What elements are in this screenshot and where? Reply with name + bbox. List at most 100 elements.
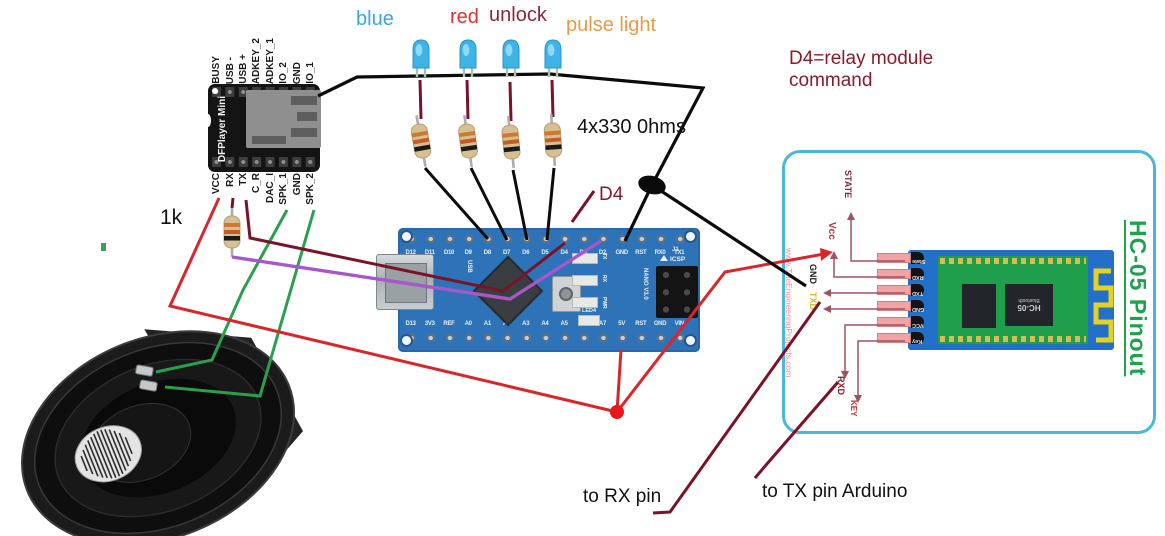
label-to-rx: to RX pin: [583, 486, 662, 507]
speaker-wires-green: [155, 209, 316, 398]
hc05-label-txd: TXD: [808, 292, 818, 310]
label-resistor-value: 4x330 0hms: [577, 116, 686, 138]
icsp-header: [656, 266, 698, 318]
hc05-pin: [877, 332, 924, 344]
hc05-pin-base: [911, 316, 924, 328]
icsp-arrow-icon: [660, 255, 668, 261]
hc05-label-vcc: Vcc: [826, 222, 837, 240]
arduino-pin-label: A3: [522, 321, 530, 327]
leds-blue: [412, 39, 562, 69]
usb-silkscreen-label: USB: [466, 260, 472, 273]
arduino-pin-label: GND: [615, 250, 628, 256]
hc05-pin: [877, 300, 924, 312]
smd-component: [572, 297, 598, 308]
arduino-pin-label: A5: [560, 321, 568, 327]
hc05-label-state: STATE: [843, 170, 853, 199]
arduino-corner-hole: [400, 334, 413, 347]
hc05-leader-lines: [830, 219, 905, 396]
smd-component: [572, 275, 598, 286]
arduino-pin-label: A1: [483, 321, 491, 327]
dfplayer-side-notch: [205, 114, 211, 127]
hc05-pin-pad: [877, 333, 911, 343]
red-wire-arrowhead: [820, 248, 833, 261]
hc05-chip: [962, 284, 996, 328]
label-pulse-light: pulse light: [566, 14, 657, 36]
arduino-pin-label: TX1: [674, 250, 685, 256]
hc05-solder-pads: [940, 258, 1086, 264]
arduino-pin-label: D4: [560, 250, 568, 256]
hc05-pin-pad: [877, 317, 911, 327]
j1-label: J1: [672, 247, 679, 253]
dfplayer-mount-hole: [212, 88, 218, 94]
arduino-pin-label: D11: [424, 250, 435, 256]
ground-junction-dot: [638, 175, 666, 195]
arduino-pin-label: D10: [443, 250, 455, 256]
hc05-pin-pad: [877, 269, 911, 279]
led-resistor-links-maroon: [418, 79, 555, 122]
label-d4-note: D4=relay module command: [789, 48, 933, 92]
hc05-pin-header: [877, 252, 924, 349]
arduino-pin-label: A4: [541, 321, 549, 327]
label-unlock: unlock: [489, 4, 547, 26]
arduino-bottom-pin-labels: D133V3REFA0A1A2A3A4A5A6A75VRSTGNDVIN: [401, 321, 691, 327]
arduino-pin-label: 5V: [618, 321, 626, 327]
speaker-terminal: [135, 364, 154, 377]
arduino-pin-label: D8: [483, 250, 491, 256]
arduino-pin-label: A7: [598, 321, 606, 327]
usb-connector: [376, 254, 434, 310]
label-to-tx: to TX pin Arduino: [762, 481, 908, 502]
label-d4-note-line1: D4=relay module: [789, 48, 934, 69]
hc05-pin-pad: [877, 253, 911, 263]
label-1k: 1k: [160, 206, 183, 229]
arduino-pin-label: GND: [653, 321, 667, 327]
arduino-pin-label: RST: [635, 250, 647, 256]
hc05-solder-pads: [940, 336, 1086, 342]
label-d4-note-line2: command: [789, 70, 873, 91]
label-red: red: [450, 6, 479, 28]
arduino-pin-label: A0: [464, 321, 472, 327]
hc05-pin-base: [911, 252, 924, 264]
serial-wires-maroon: [244, 190, 840, 515]
arduino-corner-hole: [400, 230, 413, 243]
power-wires-red: [167, 197, 825, 414]
purple-wire: [231, 239, 602, 301]
dfplayer-sd-slot: [246, 90, 321, 148]
hc05-pin: [877, 316, 924, 328]
hc05-leader-arrows: [823, 212, 862, 403]
arduino-pin-label: VIN: [674, 321, 684, 327]
arduino-pin-label: 3V3: [424, 321, 435, 327]
arduino-pin-label: D12: [405, 250, 416, 256]
hc05-pin: [877, 284, 924, 296]
hc05-antenna: [1093, 268, 1114, 343]
hc05-title: HC-05 Pinout: [1125, 220, 1151, 377]
arduino-pin-label: D7: [502, 250, 511, 256]
hc05-pin-base: [911, 268, 924, 280]
resistor-arduino-wires: [423, 167, 556, 241]
smd-label-pwr: PWR: [601, 297, 607, 309]
hc05-pin-base: [911, 300, 924, 312]
arduino-pin-label: RST: [635, 321, 647, 327]
speaker-terminal: [139, 379, 158, 392]
arduino-pin-label: D2: [598, 250, 606, 256]
hc05-pin-base: [911, 284, 924, 296]
icsp-label: ICSP: [670, 256, 686, 263]
hc05-pin-base: [911, 332, 924, 344]
hc05-pin-pad: [877, 285, 911, 295]
ground-wires-black: [317, 72, 807, 288]
label-d4-pin: D4: [599, 184, 624, 205]
hc05-pin: [877, 252, 924, 264]
hc05-label-rxd: RXD: [836, 376, 846, 396]
hc05-pin-pad: [877, 301, 911, 311]
label-blue: blue: [356, 8, 394, 30]
dfplayer-bottom-pads: [212, 157, 318, 167]
hc05-label-gnd: GND: [808, 264, 818, 284]
arduino-pin-label: D9: [464, 250, 472, 256]
smd-label-led: LED4: [582, 308, 597, 314]
smd-component: [578, 315, 600, 326]
resistor-1k: [223, 197, 241, 257]
speaker-cap-stripes: [80, 428, 133, 479]
arduino-pin-label: REF: [443, 321, 455, 327]
smd-label-tx: TX: [601, 253, 607, 260]
